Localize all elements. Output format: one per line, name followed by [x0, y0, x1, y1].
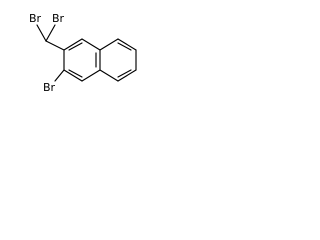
- atom-label-br-top-left: Br: [29, 12, 42, 25]
- bond-ring-chbr2: [45, 40, 65, 51]
- bonds: [36, 24, 137, 82]
- bond-c8-c7-double: [117, 42, 132, 51]
- bond-c4-c3-double: [68, 69, 83, 78]
- atom-label-br-top-right: Br: [52, 12, 65, 25]
- bond-c8a-c8: [99, 38, 119, 51]
- bond-c2-c1-double: [68, 42, 83, 51]
- bond-c2-c1: [63, 38, 83, 51]
- atom-labels: Br Br Br: [29, 12, 65, 94]
- bond-chbr2-br-right: [45, 24, 56, 42]
- bond-c4a-c4: [81, 69, 101, 82]
- bond-chbr2-br-left: [36, 24, 47, 42]
- bond-ring-br: [54, 69, 65, 82]
- atom-label-br-ring: Br: [43, 81, 56, 94]
- bond-c8-c7: [117, 38, 137, 51]
- bond-c6-c5-double: [117, 69, 132, 78]
- bond-c1-c8a: [81, 38, 101, 51]
- bond-c5-c4a: [99, 69, 119, 82]
- chemical-structure: Br Br Br: [29, 12, 137, 94]
- bond-c6-c5: [117, 69, 137, 82]
- bond-c4-c3: [63, 69, 83, 82]
